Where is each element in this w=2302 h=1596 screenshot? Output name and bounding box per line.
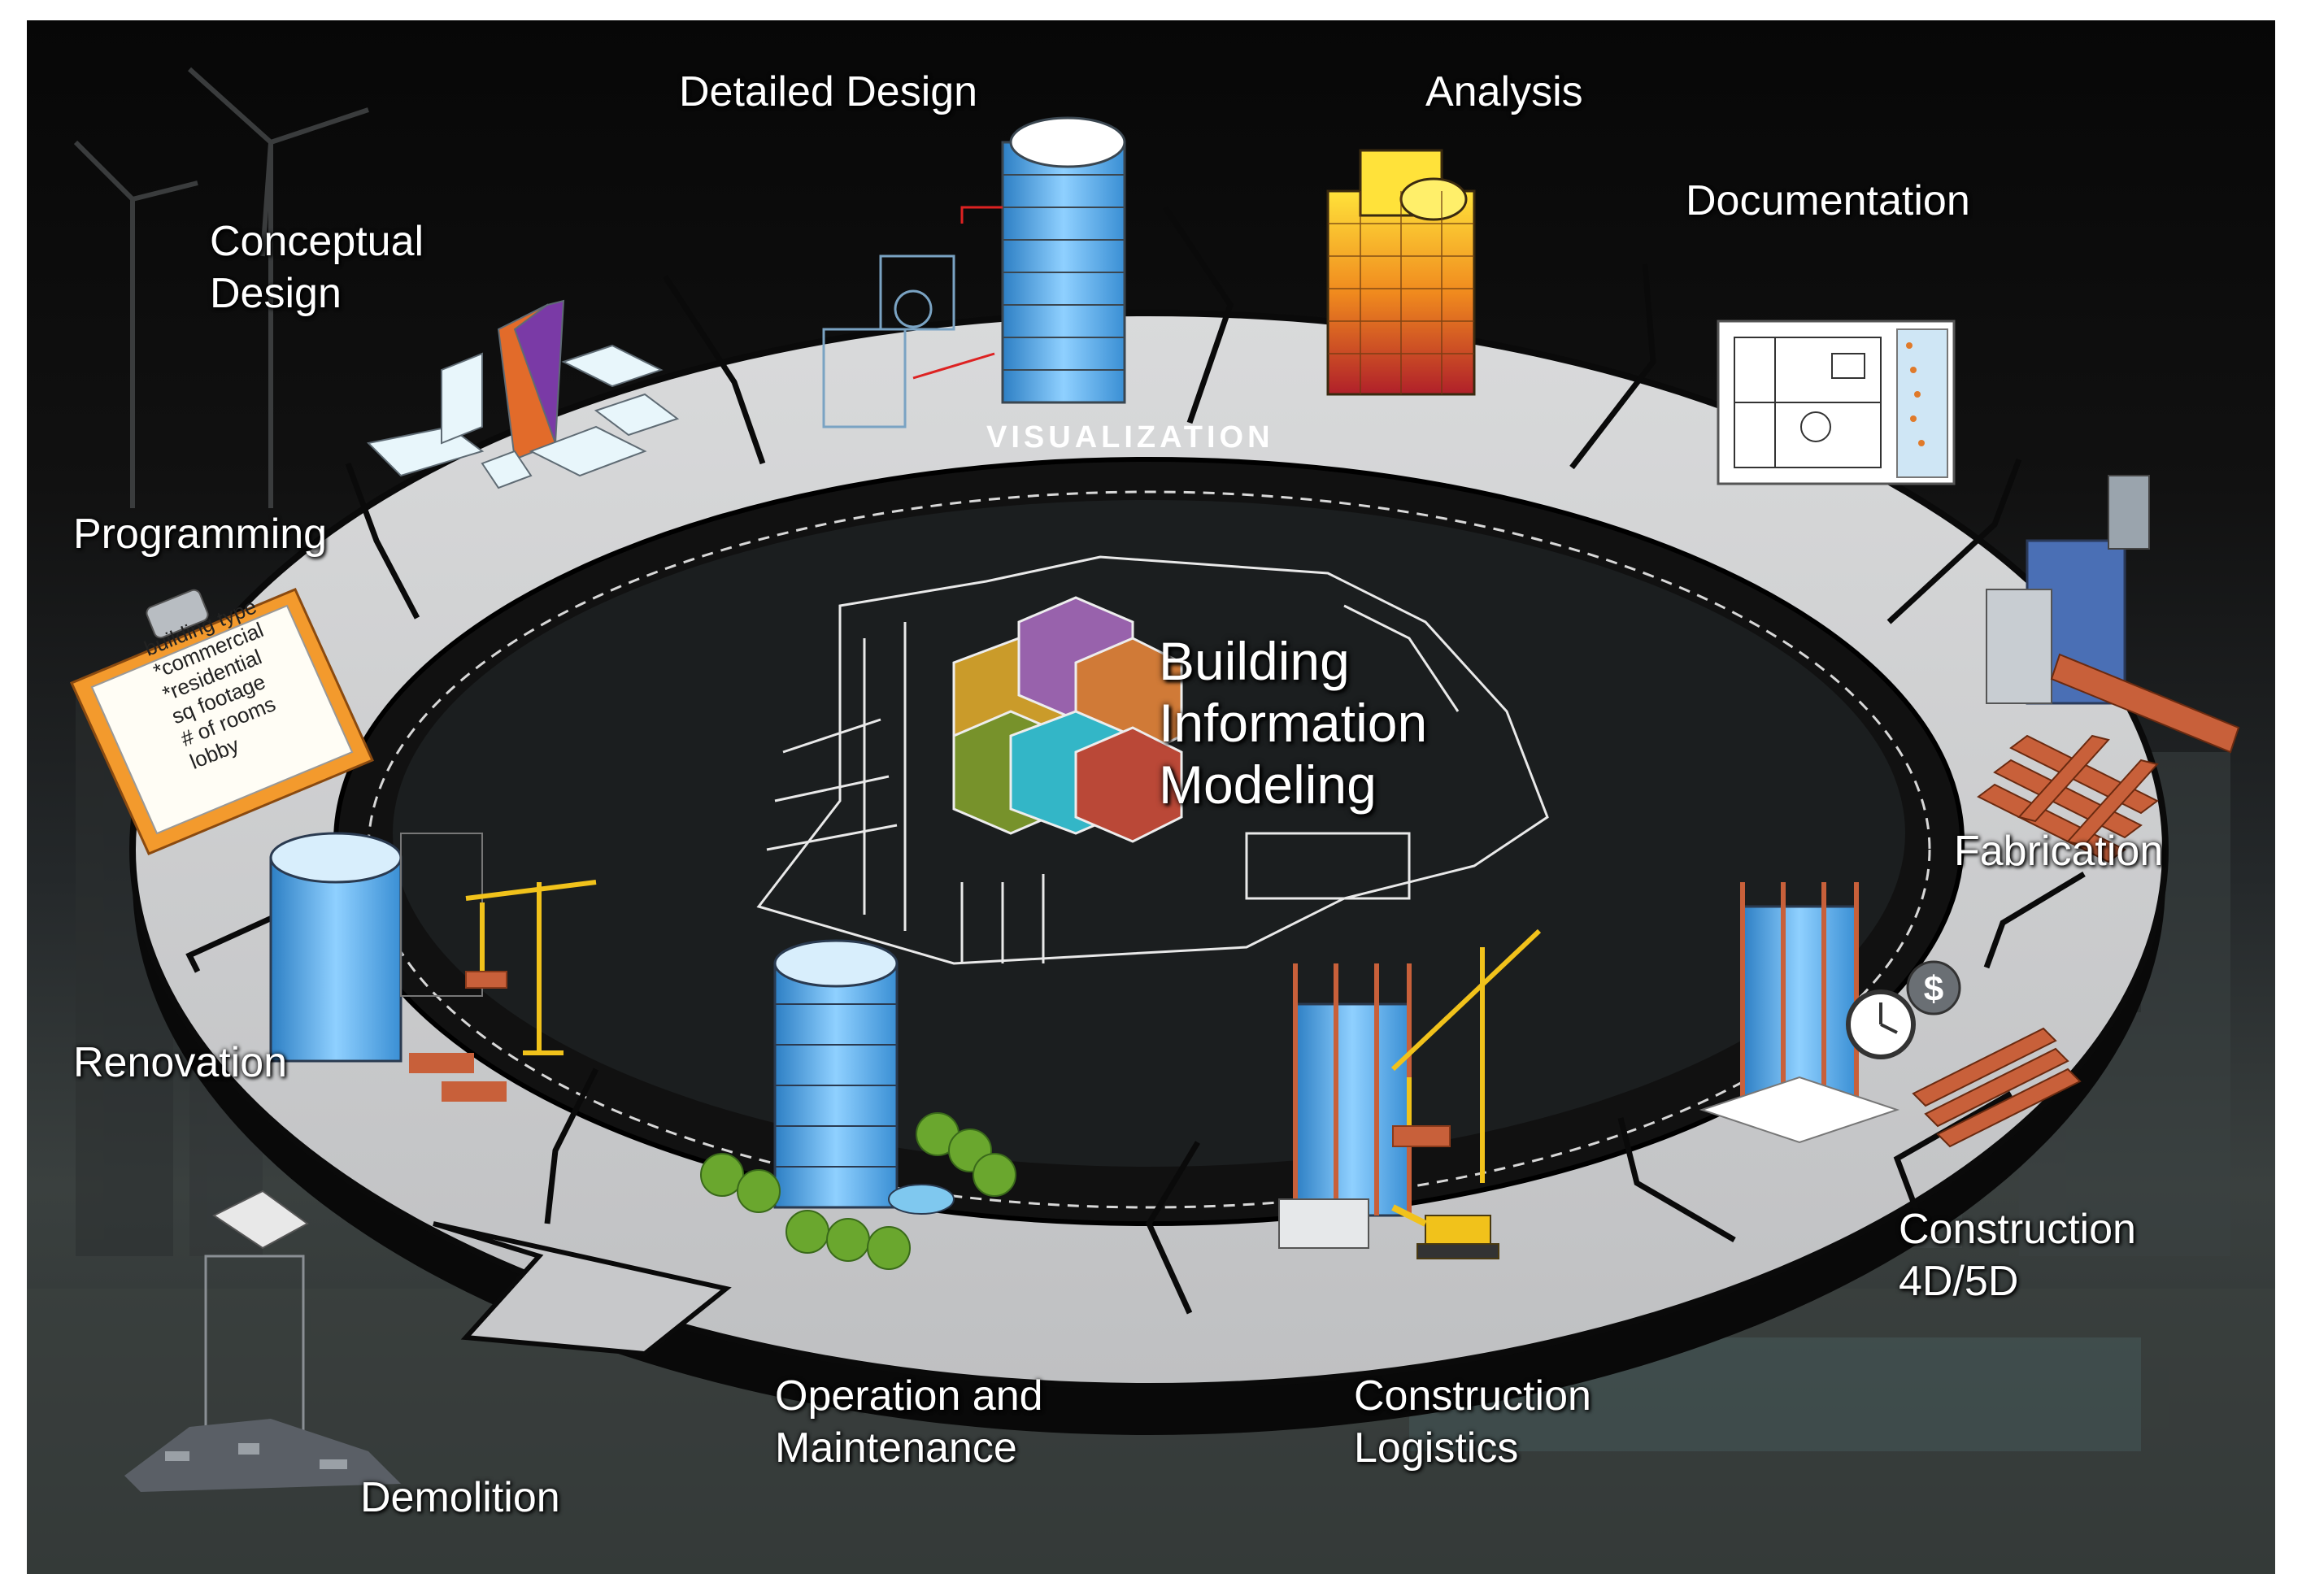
construction-logistics-building-icon (1278, 963, 1412, 1249)
bim-cube-logo (952, 596, 1183, 843)
steel-beam-stack-icon (1912, 1027, 2082, 1148)
stage-label-demolition: Demolition (360, 1474, 560, 1521)
tower-crane-icon (1390, 928, 1542, 1183)
construction-logistics-line-2: Logistics (1354, 1424, 1519, 1472)
stage-label-documentation: Documentation (1686, 177, 1970, 224)
construction-4d5d-line-2: 4D/5D (1899, 1258, 2019, 1305)
operation-maintenance-line-2: Maintenance (775, 1424, 1017, 1472)
dollar-coin-icon: $ (1906, 960, 1961, 1015)
fabrication-machine-icon (1986, 475, 2240, 754)
construction-logistics-line-1: Construction (1354, 1372, 1591, 1420)
bim-title-line-2: Information (1159, 693, 1428, 753)
stopwatch-icon (1846, 989, 1916, 1059)
bim-wireframe-building (756, 555, 1549, 965)
tree-icons (700, 1112, 1016, 1270)
demolition-rubble-icon (124, 1189, 401, 1492)
stage-label-programming: Programming (73, 511, 328, 558)
bim-center-title: Building Information Modeling (1159, 630, 1427, 815)
stage-label-construction-logistics: Construction Logistics (1354, 1370, 1591, 1474)
bim-title-line-1: Building (1159, 631, 1350, 691)
conceptual-design-massing-icon (366, 299, 680, 489)
analysis-heatmap-tower-icon (1326, 149, 1476, 396)
stage-label-operation-maintenance: Operation and Maintenance (775, 1370, 1043, 1474)
operation-maintenance-building-icon (773, 939, 955, 1215)
stage-label-detailed-design: Detailed Design (679, 68, 978, 115)
stage-label-construction-4d5d: Construction 4D/5D (1899, 1203, 2136, 1307)
stage-label-fabrication: Fabrication (1954, 828, 2164, 875)
operation-maintenance-line-1: Operation and (775, 1372, 1043, 1420)
documentation-drawing-sheet-icon (1717, 320, 1956, 485)
svg-text:$: $ (1924, 969, 1943, 1009)
construction-4d5d-line-1: Construction (1899, 1206, 2136, 1253)
stage-label-conceptual-design: Conceptual Design (210, 215, 424, 320)
tower-crane-icon (465, 880, 597, 1055)
detailed-design-tower-icon (822, 116, 1126, 428)
bim-lifecycle-diagram: $ VISUALIZATION Building Information Mod… (27, 20, 2275, 1574)
stage-label-analysis: Analysis (1425, 68, 1583, 115)
stage-label-renovation: Renovation (73, 1039, 288, 1086)
conceptual-design-line-1: Conceptual (210, 218, 424, 265)
clipboard-icon (69, 588, 375, 855)
visualization-ring-label: VISUALIZATION (986, 420, 1274, 454)
excavator-icon (1391, 1204, 1499, 1259)
bim-title-line-3: Modeling (1159, 755, 1377, 815)
renovation-building-icon (269, 832, 507, 1102)
steel-beam-stack-icon (1977, 734, 2159, 863)
diagram-canvas: $ (27, 67, 2275, 1574)
conceptual-design-line-2: Design (210, 270, 342, 317)
